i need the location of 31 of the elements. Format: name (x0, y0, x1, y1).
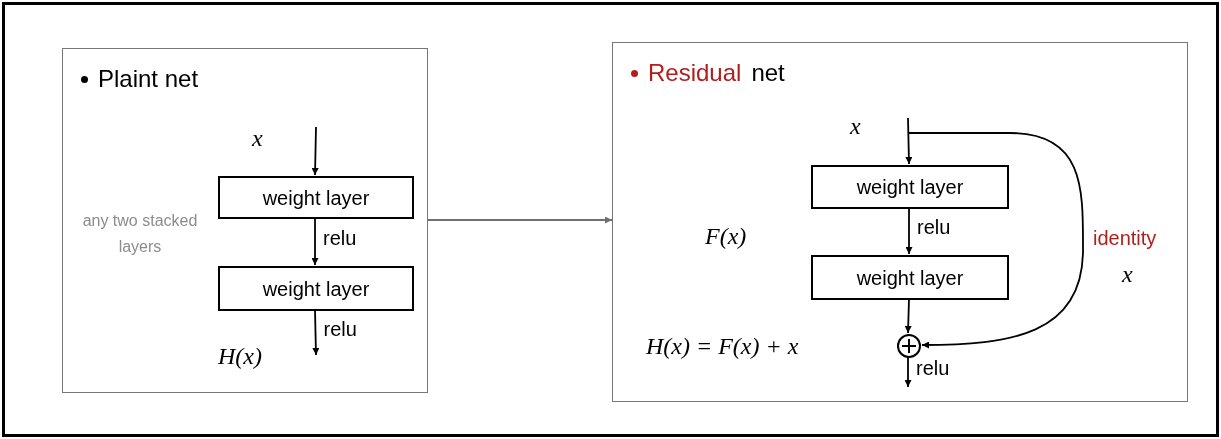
arrow (311, 126, 319, 176)
arrow (312, 309, 320, 356)
arrow (904, 356, 912, 388)
arrow (905, 207, 913, 255)
arrow (907, 132, 1084, 349)
text-label: H(x) = F(x) + x (646, 332, 799, 361)
sum-symbol (897, 334, 921, 358)
panel-title: net (751, 58, 785, 88)
arrow (904, 298, 912, 334)
layer-box: weight layer (811, 255, 1009, 300)
text-label: F(x) (705, 222, 747, 251)
arrow (311, 217, 319, 266)
text-label: any two stacked layers (81, 211, 199, 257)
arrow (427, 216, 613, 224)
panel (62, 48, 428, 393)
layer-box: weight layer (218, 266, 414, 311)
edge-label: relu (323, 318, 357, 339)
panel-title: Plaint net (98, 64, 199, 94)
text-label: H(x) (218, 342, 262, 371)
arrow (905, 117, 913, 165)
text-label: identity (1093, 226, 1157, 251)
edge-label: relu (917, 217, 951, 237)
panel-title: Residual (648, 58, 742, 88)
edge-label: relu (916, 358, 950, 378)
text-label: x (850, 112, 861, 141)
layer-box: weight layer (218, 176, 414, 219)
text-label: x (252, 124, 263, 153)
layer-box: weight layer (811, 165, 1009, 209)
text-label: x (1122, 260, 1133, 289)
panel (612, 42, 1188, 402)
edge-label: relu (323, 227, 357, 248)
